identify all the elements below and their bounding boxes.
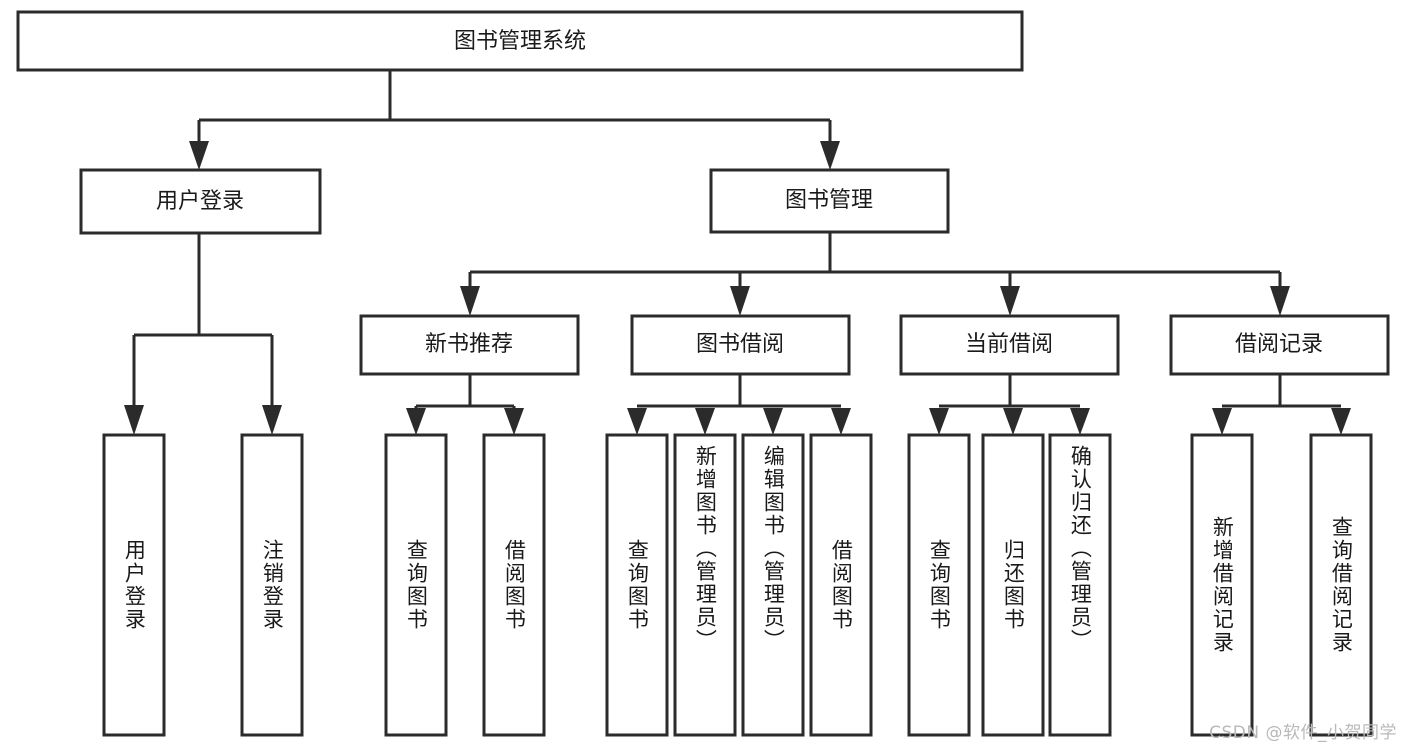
leaf-box-query-book-2[interactable] bbox=[605, 433, 669, 737]
leaf-box-user-login[interactable] bbox=[102, 433, 166, 737]
connector-group-user-login bbox=[124, 233, 282, 435]
arrow-head-leaf-borrow-book-2 bbox=[831, 408, 851, 435]
connector-group-book-manage bbox=[460, 232, 1290, 316]
node-root-box[interactable] bbox=[16, 10, 1024, 72]
connector-group-root bbox=[189, 70, 840, 170]
leaf-box-query-book-1[interactable] bbox=[384, 433, 448, 737]
arrow-head-leaf-logout-login bbox=[262, 405, 282, 435]
node-new-book-recommend[interactable]: 新书推荐 bbox=[359, 314, 580, 376]
leaf-box-borrow-book-2[interactable] bbox=[809, 433, 873, 737]
node-new-book-recommend-box[interactable] bbox=[359, 314, 580, 376]
arrow-head-leaf-add-book-admin bbox=[695, 408, 715, 435]
connector-group-current-borrow bbox=[929, 374, 1090, 435]
node-root-label: 图书管理系统 bbox=[454, 29, 586, 54]
arrow-head-leaf-add-borrow-record bbox=[1212, 408, 1232, 435]
arrow-head-current-borrow bbox=[1000, 286, 1020, 316]
arrow-head-user-login bbox=[189, 141, 209, 170]
leaf-box-logout-login[interactable] bbox=[240, 433, 304, 737]
arrow-head-leaf-query-book-2 bbox=[627, 408, 647, 435]
node-borrow-record[interactable]: 借阅记录 bbox=[1169, 314, 1390, 376]
node-book-manage-label: 图书管理 bbox=[785, 188, 873, 213]
node-borrow-record-box[interactable] bbox=[1169, 314, 1390, 376]
node-user-login[interactable]: 用户登录 bbox=[79, 168, 322, 235]
leaf-box-confirm-return-admin[interactable] bbox=[1048, 433, 1112, 737]
arrow-head-new-book-recommend bbox=[460, 286, 480, 316]
connector-group-new-book-recommend bbox=[406, 374, 524, 435]
connector-group-book-borrow bbox=[627, 374, 851, 435]
leaf-boxes bbox=[102, 433, 1373, 737]
arrow-head-leaf-return-book bbox=[1003, 408, 1023, 435]
node-new-book-recommend-label: 新书推荐 bbox=[425, 332, 513, 357]
arrow-head-leaf-query-borrow-record bbox=[1331, 408, 1351, 435]
leaf-box-query-book-3[interactable] bbox=[907, 433, 971, 737]
node-book-borrow-label: 图书借阅 bbox=[696, 332, 784, 357]
node-book-borrow[interactable]: 图书借阅 bbox=[630, 314, 851, 376]
arrow-head-book-borrow bbox=[730, 286, 750, 316]
arrow-head-book-manage bbox=[820, 141, 840, 170]
node-book-borrow-box[interactable] bbox=[630, 314, 851, 376]
node-book-manage[interactable]: 图书管理 bbox=[709, 168, 950, 234]
leaf-box-return-book[interactable] bbox=[981, 433, 1045, 737]
node-borrow-record-label: 借阅记录 bbox=[1235, 332, 1323, 357]
arrow-head-leaf-query-book-1 bbox=[406, 408, 426, 435]
watermark-text: CSDN @软件_小贺同学 bbox=[1209, 723, 1397, 743]
leaf-box-borrow-book-1[interactable] bbox=[482, 433, 546, 737]
node-current-borrow-label: 当前借阅 bbox=[965, 332, 1053, 357]
arrow-head-leaf-confirm-return-admin bbox=[1070, 408, 1090, 435]
node-current-borrow[interactable]: 当前借阅 bbox=[899, 314, 1120, 376]
arrow-head-leaf-user-login bbox=[124, 405, 144, 435]
arrow-head-leaf-edit-book-admin bbox=[763, 408, 783, 435]
leaf-box-query-borrow-record[interactable] bbox=[1309, 433, 1373, 737]
node-book-manage-box[interactable] bbox=[709, 168, 950, 234]
connector-group-borrow-record bbox=[1212, 374, 1351, 435]
node-user-login-box[interactable] bbox=[79, 168, 322, 235]
node-current-borrow-box[interactable] bbox=[899, 314, 1120, 376]
leaf-box-add-borrow-record[interactable] bbox=[1190, 433, 1254, 737]
arrow-head-borrow-record bbox=[1270, 286, 1290, 316]
leaf-box-edit-book-admin[interactable] bbox=[741, 433, 805, 737]
arrow-head-leaf-borrow-book-1 bbox=[504, 408, 524, 435]
node-root[interactable]: 图书管理系统 bbox=[16, 10, 1024, 72]
leaf-box-add-book-admin[interactable] bbox=[673, 433, 737, 737]
node-user-login-label: 用户登录 bbox=[156, 189, 244, 214]
arrow-head-leaf-query-book-3 bbox=[929, 408, 949, 435]
